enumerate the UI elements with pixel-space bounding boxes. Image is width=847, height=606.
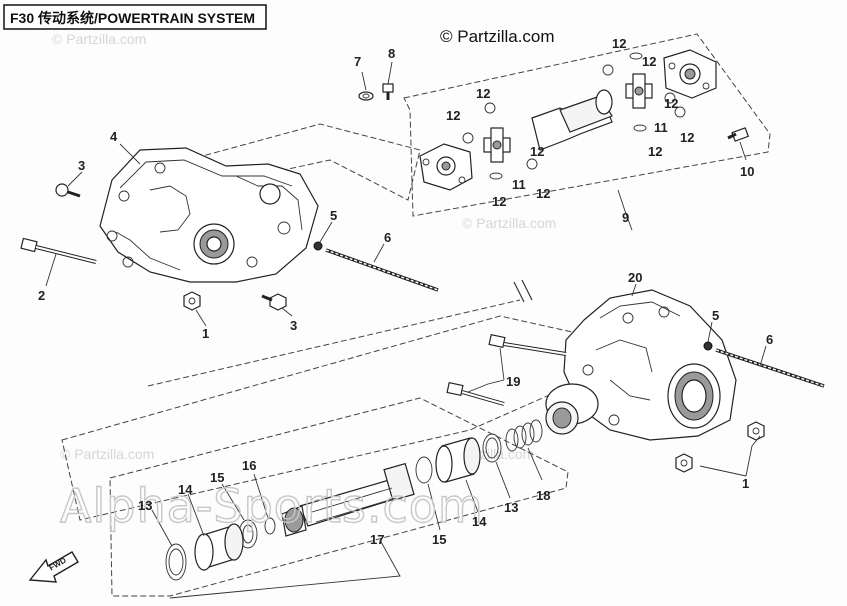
callout-5: 5 <box>330 208 337 223</box>
callout-17: 17 <box>370 532 384 547</box>
washer-16 <box>264 517 276 535</box>
copyright-notice: © Partzilla.com <box>440 27 555 46</box>
callout-14: 14 <box>178 482 193 497</box>
propshaft-group-outline <box>403 33 771 217</box>
callout-20: 20 <box>628 270 642 285</box>
callout-16: 16 <box>242 458 256 473</box>
front-differential-housing <box>99 147 319 283</box>
callout-1: 1 <box>742 476 749 491</box>
callout-6: 6 <box>766 332 773 347</box>
callout-3: 3 <box>290 318 297 333</box>
dealer-watermark: Alpha-Sports.com <box>60 479 484 533</box>
spacer-15-upper <box>415 456 433 484</box>
bearing-14-lower <box>194 523 244 571</box>
rear-nut-upper <box>747 421 765 441</box>
callout-15: 15 <box>432 532 446 547</box>
leader-lines <box>45 61 767 599</box>
pinion-flange <box>545 383 599 435</box>
callout-6: 6 <box>384 230 391 245</box>
callout-11: 11 <box>512 177 526 192</box>
pinion-shaft-group-outline <box>109 397 569 597</box>
callout-2: 2 <box>38 288 45 303</box>
callout-12: 12 <box>612 36 626 51</box>
rear-yoke-flange <box>663 49 717 99</box>
rear-nut-lower <box>675 453 693 473</box>
callout-9: 9 <box>622 210 629 225</box>
callout-12: 12 <box>664 96 678 111</box>
callout-12: 12 <box>476 86 490 101</box>
callout-12: 12 <box>530 144 544 159</box>
callout-12: 12 <box>492 194 506 209</box>
universal-joint-front <box>483 127 511 163</box>
callout-10: 10 <box>740 164 754 179</box>
front-yoke-flange <box>419 143 473 191</box>
callout-8: 8 <box>388 46 395 61</box>
washer-7 <box>358 91 374 101</box>
universal-joint-rear <box>625 73 653 109</box>
front-breather-fitting <box>313 241 323 251</box>
callout-12: 12 <box>648 144 662 159</box>
partzilla-watermark: © Partzilla.com <box>52 31 146 47</box>
rear-differential-housing <box>563 289 737 441</box>
callout-13: 13 <box>504 500 518 515</box>
front-to-shaft-outline <box>187 123 421 201</box>
break-mark <box>513 279 533 303</box>
callout-4: 4 <box>110 129 118 144</box>
o-ring-13-upper <box>482 433 502 463</box>
callout-12: 12 <box>446 108 460 123</box>
callout-12: 12 <box>642 54 656 69</box>
fwd-arrow-icon: FWD <box>28 551 79 583</box>
rear-mount-bolt-upper <box>488 333 567 356</box>
rear-mount-bolt-lower <box>446 381 505 406</box>
callout-7: 7 <box>354 54 361 69</box>
cut-line <box>147 299 521 387</box>
callout-13: 13 <box>138 498 152 513</box>
front-lower-nut <box>183 291 201 311</box>
callout-5: 5 <box>712 308 719 323</box>
callout-19: 19 <box>506 374 520 389</box>
front-mount-bolt <box>20 237 97 264</box>
callout-15: 15 <box>210 470 224 485</box>
bolt-10 <box>727 127 750 142</box>
o-ring-13-lower <box>165 543 187 581</box>
partzilla-watermark: © Partzilla.com <box>462 215 556 231</box>
callout-12: 12 <box>536 186 550 201</box>
bolt-8 <box>382 83 394 100</box>
pinion-shaft <box>281 462 415 537</box>
rear-breather-fitting <box>703 341 713 351</box>
callout-11: 11 <box>654 120 668 135</box>
snap-rings <box>462 52 686 180</box>
page-title: F30 传动系统/POWERTRAIN SYSTEM <box>10 10 255 26</box>
spring-18 <box>505 419 543 452</box>
front-axle-stud <box>325 248 439 292</box>
propeller-shaft <box>531 89 613 151</box>
callout-14: 14 <box>472 514 487 529</box>
callout-18: 18 <box>536 488 550 503</box>
callout-3: 3 <box>78 158 85 173</box>
callout-numbers: 1 1 2 3 3 4 5 5 6 6 7 8 9 10 11 11 12 12… <box>38 36 773 547</box>
bearing-14-upper <box>435 437 481 483</box>
callout-12: 12 <box>680 130 694 145</box>
front-upper-bolt <box>55 183 81 198</box>
partzilla-watermark: © Partzilla.com <box>60 446 154 462</box>
title-box: F30 传动系统/POWERTRAIN SYSTEM <box>3 4 267 30</box>
callout-1: 1 <box>202 326 209 341</box>
rear-axle-stud <box>715 348 825 388</box>
front-side-bolt <box>261 293 287 311</box>
